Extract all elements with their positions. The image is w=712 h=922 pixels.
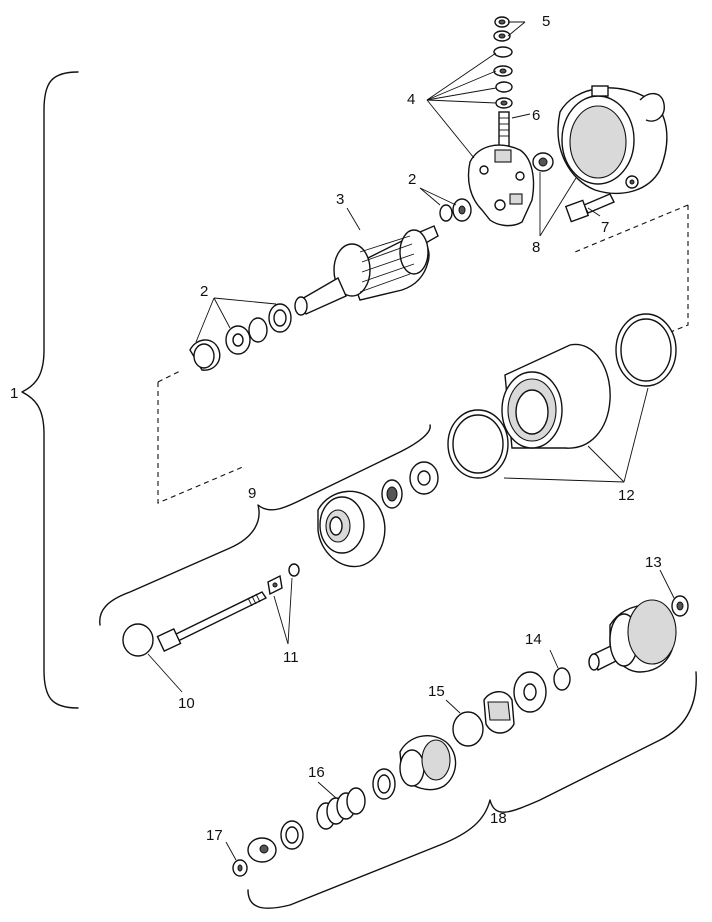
brush-plate-4 <box>467 144 535 227</box>
armature-3 <box>294 225 439 316</box>
callout-6: 6 <box>532 107 540 124</box>
callout-8: 8 <box>532 239 540 256</box>
terminal-stud-6 <box>498 111 510 147</box>
snap-ring-14 <box>553 667 571 691</box>
pinion-gear <box>399 734 457 791</box>
callout-7: 7 <box>601 219 609 236</box>
brace-18 <box>247 671 697 909</box>
brush-plate-details <box>479 149 525 211</box>
end-cover-housing <box>557 85 668 194</box>
callout-12: 12 <box>618 487 635 504</box>
leader-lines <box>147 21 675 861</box>
clip-17 <box>232 859 248 877</box>
snap-ring-10 <box>122 623 154 657</box>
yoke-field-frame <box>501 343 611 449</box>
ball-bearing <box>409 461 439 495</box>
o-rings-12 <box>447 313 677 479</box>
callout-1: 1 <box>10 385 18 402</box>
callout-9: 9 <box>248 485 256 502</box>
callout-2-lower: 2 <box>200 283 208 300</box>
callout-4: 4 <box>407 91 415 108</box>
callout-11: 11 <box>283 649 299 666</box>
through-bolt-11 <box>156 591 268 652</box>
needle-bearing <box>381 479 403 509</box>
clutch-rollers <box>483 691 515 734</box>
callout-10: 10 <box>178 695 195 712</box>
o-ring-15 <box>452 711 484 747</box>
callout-14: 14 <box>525 631 542 648</box>
washer-flat <box>247 837 277 863</box>
callout-13: 13 <box>645 554 662 571</box>
bearing-housing-9 <box>317 490 386 568</box>
bolt-7 <box>564 193 615 223</box>
callout-18: 18 <box>490 810 507 827</box>
spring-16 <box>316 787 366 830</box>
collar <box>372 768 396 800</box>
callout-3: 3 <box>336 191 344 208</box>
washer-13 <box>671 595 689 617</box>
nut-stack-5 <box>493 16 513 109</box>
callout-17: 17 <box>206 827 223 844</box>
washers-2-upper <box>439 198 472 222</box>
callout-15: 15 <box>428 683 445 700</box>
washers-2-lower <box>189 303 292 371</box>
brace-1 <box>21 71 79 709</box>
thrust-washer <box>513 671 547 713</box>
callout-16: 16 <box>308 764 325 781</box>
drive-shaft-gear <box>588 599 677 673</box>
stop-collar <box>280 820 304 850</box>
washers-11 <box>267 563 300 596</box>
callout-2-upper: 2 <box>408 171 416 188</box>
bushing-8 <box>532 152 554 172</box>
assembly-dashed-outline <box>157 204 689 504</box>
brace-9 <box>99 424 431 626</box>
callout-5: 5 <box>542 13 550 30</box>
